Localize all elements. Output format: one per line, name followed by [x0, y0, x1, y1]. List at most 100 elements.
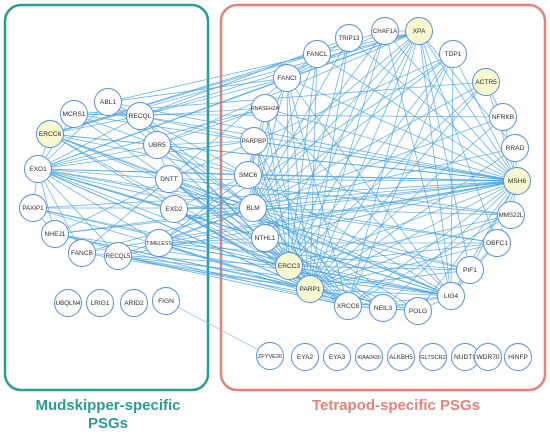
node-msh6[interactable]: MSH6	[503, 167, 531, 195]
node-label: NEIL3	[374, 305, 393, 312]
node-label: PARP1	[299, 286, 320, 293]
node-fanci[interactable]: FANCI	[273, 64, 301, 92]
node-blm[interactable]: BLM	[239, 194, 267, 222]
edge-blm-parp1	[252, 207, 311, 290]
node-label: ARID2	[124, 300, 144, 307]
node-chaf1a[interactable]: CHAF1A	[371, 17, 399, 45]
node-circle	[334, 292, 362, 320]
node-actr5[interactable]: ACTR5	[472, 68, 500, 96]
node-abl1[interactable]: ABL1	[94, 88, 122, 116]
node-label: KIAA0430	[357, 355, 380, 361]
node-label: LRIG1	[90, 300, 109, 307]
node-circle	[291, 343, 319, 371]
node-arid2[interactable]: ARID2	[120, 289, 148, 317]
node-recql[interactable]: RECQL	[126, 102, 154, 130]
node-lrig1[interactable]: LRIG1	[86, 289, 114, 317]
edge-dntt-msh6	[168, 178, 518, 182]
edge-mcrs1-ubr5	[73, 113, 158, 146]
edge-abl1-fanci	[107, 77, 288, 103]
node-rrad[interactable]: RRAD	[501, 134, 529, 162]
node-neil3[interactable]: NEIL3	[369, 294, 397, 322]
node-circle	[41, 220, 69, 248]
node-circle	[387, 343, 415, 371]
node-ubr5[interactable]: UBR5	[143, 131, 171, 159]
node-nthl1[interactable]: NTHL1	[251, 224, 279, 252]
edge-nfrkb-blm	[252, 116, 504, 209]
node-zfyve26[interactable]: ZFYVE26	[256, 342, 284, 370]
node-label: ALKBH5	[389, 354, 413, 361]
node-fancl[interactable]: FANCL	[303, 40, 331, 68]
node-trip13[interactable]: TRIP13	[335, 24, 363, 52]
node-wdr70[interactable]: WDR70	[474, 343, 502, 371]
edge-blm-pif1	[252, 207, 471, 271]
node-timeless[interactable]: TIMELESS	[145, 229, 173, 257]
node-exo1[interactable]: EXO1	[24, 155, 52, 183]
node-lig4[interactable]: LIG4	[437, 282, 465, 310]
edge-fancl-msh6	[316, 53, 518, 182]
edge-blm-mms22l	[252, 207, 512, 216]
edge-recql5-parp1	[117, 255, 311, 290]
edge-exo1-obfc1	[37, 168, 498, 244]
node-label: WDR70	[476, 354, 499, 361]
node-obfc1[interactable]: OBFC1	[483, 229, 511, 257]
tetrapod-caption: Tetrapod-specific PSGs	[311, 397, 481, 414]
node-label: ABL1	[100, 99, 116, 106]
node-label: SMC6	[239, 172, 258, 179]
edge-exo1-dntt	[37, 168, 170, 180]
edge-exo1-ubr5	[37, 144, 158, 170]
edge-obfc1-parp1	[309, 242, 498, 290]
node-label: EYA3	[329, 354, 346, 361]
node-kiaa0430[interactable]: KIAA0430	[355, 343, 383, 371]
node-rnaseh2a[interactable]: RNASEH2A	[251, 94, 280, 122]
edge-fancl-parp1	[309, 53, 318, 290]
node-alkbh5[interactable]: ALKBH5	[387, 343, 415, 371]
node-pif1[interactable]: PIF1	[456, 256, 484, 284]
node-circle	[497, 201, 525, 229]
node-circle	[104, 242, 132, 270]
node-parp1[interactable]: PARP1	[296, 275, 324, 303]
node-fign[interactable]: FIGN	[152, 287, 180, 315]
node-polg[interactable]: POLG	[404, 297, 432, 325]
edge-ercc6-recql	[49, 115, 141, 135]
node-eya2[interactable]: EYA2	[291, 343, 319, 371]
node-ercc3[interactable]: ERCC3	[275, 252, 303, 280]
edge-chaf1a-lig4	[384, 30, 452, 297]
node-nhej1[interactable]: NHEJ1	[41, 220, 69, 248]
node-circle	[251, 94, 279, 122]
node-recql5[interactable]: RECQL5	[104, 242, 132, 270]
node-circle	[503, 167, 531, 195]
node-xrcc6[interactable]: XRCC6	[334, 292, 362, 320]
node-dntt[interactable]: DNTT	[155, 165, 183, 193]
edge-ubr5-rnaseh2a	[156, 107, 266, 146]
node-label: TDP1	[445, 51, 462, 58]
edge-msh6-nthl1	[264, 180, 518, 239]
node-tdp1[interactable]: TDP1	[439, 40, 467, 68]
node-fancb[interactable]: FANCB	[68, 239, 96, 267]
node-exd2[interactable]: EXD2	[160, 195, 188, 223]
node-label: NUDT9	[454, 354, 476, 361]
edge-abl1-xpa	[107, 30, 420, 103]
node-smc6[interactable]: SMC6	[234, 161, 262, 189]
node-label: RRAD	[506, 145, 525, 152]
node-label: TRIP13	[339, 35, 361, 42]
node-paxip1[interactable]: PAXIP1	[19, 194, 47, 222]
edge-exo1-parpbp	[37, 140, 255, 170]
node-eya3[interactable]: EYA3	[323, 343, 351, 371]
node-label: RECQL	[129, 113, 152, 120]
node-xpa[interactable]: XPA	[405, 17, 433, 45]
node-parpbp[interactable]: PARPBP	[240, 127, 268, 155]
node-mcrs1[interactable]: MCRS1	[60, 100, 88, 128]
edge-ercc6-ubr5	[49, 133, 158, 146]
node-mms22l[interactable]: MMS22L	[497, 201, 525, 229]
node-label: NFRKB	[492, 114, 515, 121]
node-gltscr2[interactable]: GLTSCR2	[419, 343, 447, 371]
edge-recql-msh6	[139, 115, 518, 182]
node-ercc6[interactable]: ERCC6	[36, 120, 64, 148]
node-nfrkb[interactable]: NFRKB	[489, 103, 517, 131]
node-ubqln4[interactable]: UBQLN4	[54, 289, 82, 317]
edge-parp1-lig4	[309, 288, 452, 297]
node-label: ACTR5	[475, 79, 497, 86]
node-circle	[369, 294, 397, 322]
node-hinfp[interactable]: HINFP	[504, 343, 532, 371]
edge-fanci-lig4	[286, 77, 452, 297]
